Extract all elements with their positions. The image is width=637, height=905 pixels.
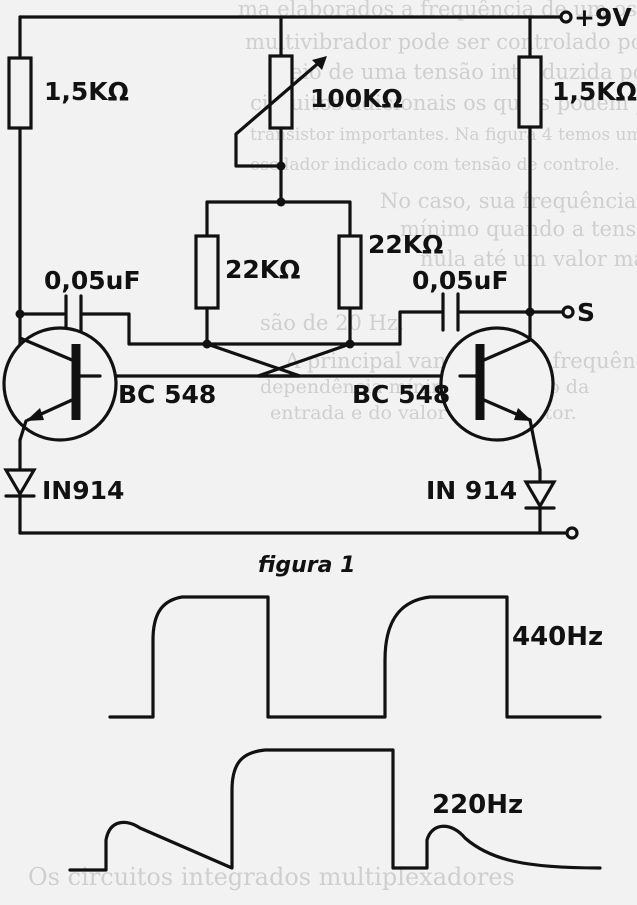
wire bbox=[528, 418, 542, 472]
waveform-220hz bbox=[68, 748, 602, 872]
supply-label: +9V bbox=[574, 3, 632, 32]
junction bbox=[15, 309, 25, 319]
output-terminal bbox=[561, 305, 575, 319]
potentiometer-label: 100KΩ bbox=[310, 84, 403, 113]
waveform-440hz bbox=[108, 595, 602, 719]
capacitor-right-label: 0,05uF bbox=[412, 266, 509, 295]
transistor-right-collector bbox=[482, 338, 532, 362]
potentiometer-arrow-icon bbox=[312, 56, 327, 70]
bleed-line-10: são de 20 Hz. bbox=[260, 311, 405, 335]
emitter-arrow-icon bbox=[26, 408, 44, 421]
junction bbox=[525, 307, 535, 317]
resistor-bias-left bbox=[194, 234, 220, 310]
wire bbox=[81, 312, 352, 346]
bleed-line-7: No caso, sua frequência de um certo bbox=[380, 189, 637, 213]
resistor-bias-left-label: 22KΩ bbox=[225, 255, 300, 284]
diode-left-label: IN914 bbox=[42, 476, 124, 505]
bleed-line-14: Os circuitos integrados multiplexadores bbox=[28, 863, 515, 891]
ground-terminal bbox=[565, 526, 579, 540]
wire bbox=[398, 310, 443, 346]
bleed-line-2: multivibrador pode ser controlado por bbox=[245, 30, 637, 54]
bleed-line-4: circuitos adicionais os quais podem prod… bbox=[250, 91, 637, 115]
resistor-bias-right bbox=[337, 234, 363, 310]
resistor-left-collector bbox=[7, 56, 33, 130]
resistor-right-collector bbox=[517, 55, 543, 129]
output-label: S bbox=[577, 298, 595, 327]
transistor-left-label: BC 548 bbox=[118, 380, 216, 409]
resistor-bias-right-label: 22KΩ bbox=[368, 230, 443, 259]
emitter-arrow-icon bbox=[514, 408, 532, 421]
supply-terminal bbox=[559, 10, 573, 24]
figure-caption: figura 1 bbox=[258, 553, 355, 578]
diode-right-label: IN 914 bbox=[426, 476, 517, 505]
resistor-left-label: 1,5KΩ bbox=[44, 77, 129, 106]
bleed-line-8: mínimo quando a tensão de controle é bbox=[400, 217, 637, 241]
cross-wire-to-right-base bbox=[256, 342, 462, 378]
wire bbox=[205, 200, 352, 238]
potentiometer-100k bbox=[268, 54, 294, 130]
transistor-left-q1 bbox=[2, 326, 118, 442]
waveform-220hz-label: 220Hz bbox=[432, 790, 523, 820]
bleed-line-3: meio de uma tensão introduzida por bbox=[270, 60, 637, 84]
transistor-right-q2 bbox=[439, 326, 555, 442]
waveform-440hz-label: 440Hz bbox=[512, 622, 603, 652]
potentiometer-wiper bbox=[234, 58, 324, 168]
transistor-right-label: BC 548 bbox=[352, 380, 450, 409]
transistor-left-collector bbox=[18, 336, 74, 362]
bleed-line-6: oscilador indicado com tensão de control… bbox=[250, 155, 620, 175]
bleed-line-5: transistor importantes. Na figura 4 temo… bbox=[250, 125, 637, 145]
capacitor-left-label: 0,05uF bbox=[44, 266, 141, 295]
junction bbox=[276, 161, 286, 171]
diode-left bbox=[3, 468, 37, 498]
schematic: +9V 1,5KΩ 1,5KΩ 100KΩ 22KΩ 22KΩ bbox=[2, 3, 637, 578]
diode-right bbox=[523, 480, 557, 510]
background-bleed-text: ma elaborados a frequência de um osci- m… bbox=[28, 0, 637, 891]
wire bbox=[18, 419, 28, 442]
resistor-right-label: 1,5KΩ bbox=[552, 77, 637, 106]
waveforms: 440Hz 220Hz bbox=[68, 595, 603, 872]
